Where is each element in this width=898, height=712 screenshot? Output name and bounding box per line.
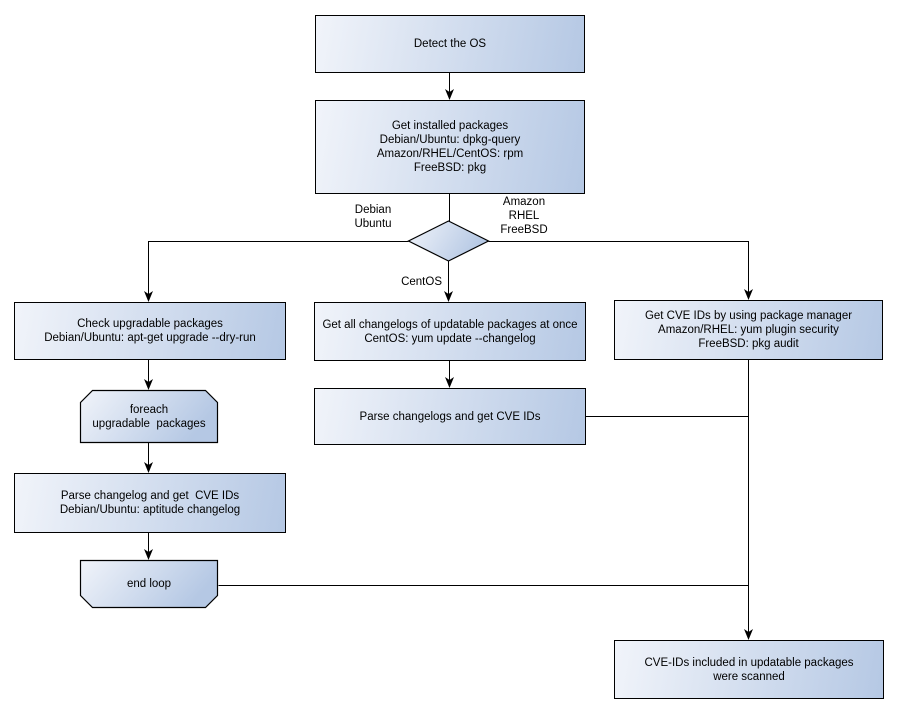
edge-diamond-to-cve-pkg-manager bbox=[488, 241, 749, 293]
edge-label-debian-ubuntu: Debian Ubuntu bbox=[354, 204, 392, 230]
arrowhead-all-changelogs bbox=[444, 291, 453, 302]
arrowhead-scan-result bbox=[744, 629, 753, 640]
node-get-all-changelogs-label: Get all changelogs of updatable packages… bbox=[322, 318, 578, 345]
edge-label-amazon-rhel-freebsd: Amazon RHEL FreeBSD bbox=[500, 196, 548, 236]
node-end-loop: end loop bbox=[80, 560, 218, 608]
node-detect-os: Detect the OS bbox=[315, 15, 585, 73]
node-get-installed-packages-label: Get installed packages Debian/Ubuntu: dp… bbox=[376, 120, 524, 174]
arrowhead-installed bbox=[445, 89, 454, 100]
node-parse-changelog-debian: Parse changelog and get CVE IDs Debian/U… bbox=[14, 473, 286, 533]
node-detect-os-label: Detect the OS bbox=[413, 38, 487, 50]
node-get-installed-packages: Get installed packages Debian/Ubuntu: dp… bbox=[315, 100, 585, 194]
node-foreach-loop: foreach upgradable packages bbox=[80, 390, 218, 443]
node-parse-changelog-debian-label: Parse changelog and get CVE IDs Debian/U… bbox=[59, 490, 241, 516]
node-check-upgradable-packages-label: Check upgradable packages Debian/Ubuntu:… bbox=[44, 318, 256, 344]
node-end-loop-label: end loop bbox=[126, 578, 172, 590]
arrowhead-foreach bbox=[144, 379, 153, 390]
edge-diamond-to-check-upgradable bbox=[148, 241, 409, 295]
node-parse-changelogs-centos-label: Parse changelogs and get CVE IDs bbox=[359, 410, 541, 423]
os-branch-diamond bbox=[407, 220, 490, 262]
arrowhead-check-upgradable bbox=[144, 291, 153, 302]
arrowhead-parse-changelog bbox=[144, 462, 153, 473]
foreach-loop-shape bbox=[79, 389, 219, 444]
arrowhead-end-loop bbox=[144, 549, 153, 560]
end-loop-shape bbox=[79, 559, 219, 609]
arrowhead-parse-changelogs bbox=[445, 377, 454, 388]
edge-label-centos: CentOS bbox=[401, 276, 442, 288]
node-get-cve-ids-pkg-manager-label: Get CVE IDs by using package manager Ama… bbox=[644, 310, 853, 350]
node-get-all-changelogs: Get all changelogs of updatable packages… bbox=[314, 302, 586, 361]
node-scan-result: CVE-IDs included in updatable packages w… bbox=[614, 640, 884, 699]
node-scan-result-label: CVE-IDs included in updatable packages w… bbox=[644, 656, 854, 683]
node-get-cve-ids-pkg-manager: Get CVE IDs by using package manager Ama… bbox=[614, 300, 883, 360]
arrowhead-cve-pkg-manager bbox=[744, 289, 753, 300]
node-parse-changelogs-centos: Parse changelogs and get CVE IDs bbox=[314, 388, 586, 445]
node-foreach-loop-label: foreach upgradable packages bbox=[92, 403, 206, 430]
node-check-upgradable-packages: Check upgradable packages Debian/Ubuntu:… bbox=[14, 302, 286, 360]
